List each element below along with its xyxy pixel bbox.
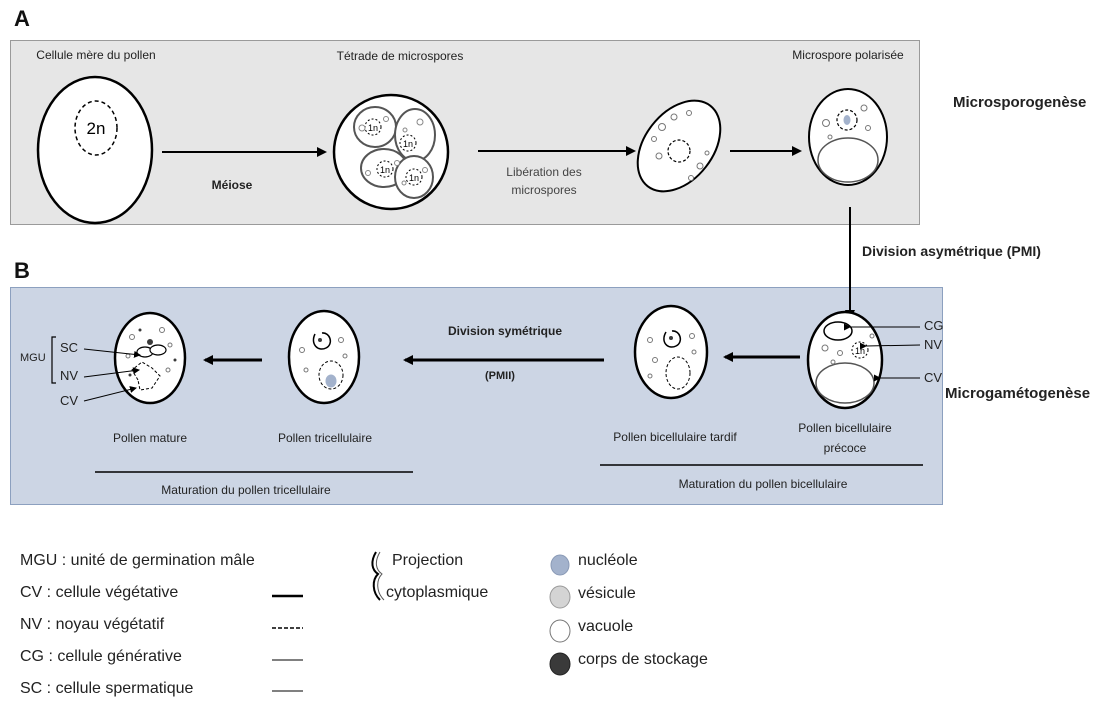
haploid-nucleus-label-3: 1n [380,165,390,175]
tricellular-maturation-label: Maturation du pollen tricellulaire [161,483,331,497]
symmetric-division-label: Division symétrique [447,324,563,338]
cg-label: CG [924,318,944,333]
sc-label: SC [60,340,79,355]
tricellular-pollen-label: Pollen tricellulaire [277,431,373,445]
legend-storage-body: corps de stockage [578,651,708,668]
early-bicellular-label-line1: Pollen bicellulaire [798,421,892,435]
legend-abbrev-mgu: MGU : unité de germination mâle [20,552,255,569]
sc-callout-line [83,348,141,358]
microsporogenesis-panel [10,40,920,225]
early-bicellular-nucleus-label: 1n [855,346,865,356]
haploid-nucleus-label-1: 1n [368,123,378,133]
release-label-line2: microspores [511,183,577,197]
tetrad-of-microspores [332,93,450,211]
pmii-label: (PMII) [485,370,515,382]
pollen-mother-cell [36,75,154,225]
late-bicellular-pollen [633,304,709,400]
legend-projection-line1: Projection [392,552,464,569]
nv-callout-line-left [83,367,140,378]
legend-vesicle: vésicule [578,585,636,602]
cytoplasmic-projection-icon-shadow [375,551,385,601]
polarized-microspore-label: Microspore polarisée [792,48,904,62]
polarized-microspore [808,88,888,186]
microsporogenesis-label: Microsporogenèse [953,94,1087,111]
cv-callout-line-left [83,386,137,402]
haploid-nucleus-label-2: 1n [403,139,413,149]
diploid-nucleus-label: 2n [87,119,106,138]
cytoplasmic-projection-icon [371,551,381,601]
legend-projection-line2: cytoplasmique [386,584,489,601]
nv-callout-line [859,342,921,350]
legend-abbrev-cg: CG : cellule générative [20,648,182,665]
early-bicellular-label-line2: précoce [823,441,867,455]
legend-vacuole: vacuole [578,618,634,635]
tricellular-pollen [287,309,361,405]
panel-b-letter: B [14,258,30,283]
meiosis-label: Méiose [211,178,253,192]
bicellular-maturation-label: Maturation du pollen bicellulaire [678,477,848,491]
microgametogenesis-label: Microgamétogenèse [945,385,1091,402]
nv-label-right: NV [924,337,943,352]
storage-body-icon [549,652,571,676]
vacuole-icon [549,619,571,643]
cv-label-right: CV [924,370,943,385]
early-bicellular-pollen [806,310,884,410]
release-label-line1: Libération des [506,165,582,179]
legend-abbrev-nv: NV : noyau végétatif [20,616,165,633]
haploid-nucleus-label-4: 1n [409,173,419,183]
mgu-bracket [51,336,56,384]
legend-abbrev-sc: SC : cellule spermatique [20,680,194,697]
nucleolus-icon [550,554,570,576]
mature-pollen [113,311,187,405]
released-microspore [636,99,722,193]
legend-nucleolus: nucléole [578,552,638,569]
mature-pollen-label: Pollen mature [112,431,188,445]
asymmetric-division-label: Division asymétrique (PMI) [862,243,1041,259]
panel-a-letter: A [14,6,30,31]
legend-abbrev-cv: CV : cellule végétative [20,584,179,601]
mgu-label: MGU [20,352,46,364]
vesicle-icon [549,585,571,609]
pollen-mother-cell-label: Cellule mère du pollen [36,48,156,62]
nv-label-left: NV [60,368,79,383]
cv-label-left: CV [60,393,79,408]
tetrad-label: Tétrade de microspores [336,49,464,63]
late-bicellular-label: Pollen bicellulaire tardif [613,430,737,444]
